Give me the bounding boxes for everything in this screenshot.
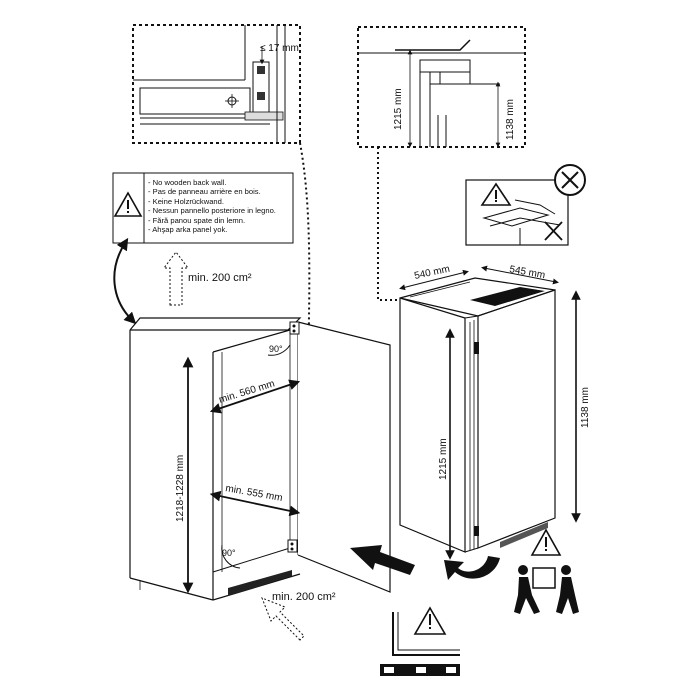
warning-line: - Pas de panneau arrière en bois.: [148, 187, 261, 197]
warning-line: - Ahşap arka panel yok.: [148, 225, 228, 235]
warning-text: - No wooden back wall. - Pas de panneau …: [148, 178, 288, 234]
warning-triangle-icon: [480, 182, 512, 206]
warning-triangle-icon: [113, 191, 143, 217]
cabinet-niche: [129, 317, 302, 601]
circle-x-icon: [554, 164, 586, 196]
vent-top-label: min. 200 cm²: [188, 272, 252, 284]
cabinet-door: [297, 321, 391, 593]
angle-top-label: 90°: [269, 344, 283, 354]
gap-label: ≤ 17 mm: [260, 43, 299, 54]
vent-arrow-top: [163, 251, 189, 306]
niche-width-bottom-arrow: [209, 490, 301, 517]
insert-arrow: [350, 545, 415, 575]
niche-width-top-arrow: [209, 379, 301, 414]
appliance-depth-label: 545 mm: [508, 264, 545, 281]
warning-line: - Nessun pannello posteriore in legno.: [148, 206, 276, 216]
leader-line-hinge: [299, 142, 311, 561]
hinge-detail: [132, 24, 301, 144]
appliance: [399, 277, 556, 553]
hinge-marker-bottom: [287, 539, 298, 553]
two-person-lift-icon: [514, 565, 579, 614]
rotate-arrow: [444, 556, 500, 580]
hinge-marker-top: [289, 321, 300, 335]
angle-bottom-label: 90°: [222, 548, 236, 558]
appliance-inner-height-label: 1138 mm: [580, 387, 591, 428]
warning-pointer-arrow: [113, 237, 137, 325]
prohibited-detail: [465, 179, 569, 246]
leader-line-height: [377, 147, 468, 301]
top-detail-inner-height-label: 1138 mm: [505, 99, 516, 140]
appliance-width-label: 540 mm: [413, 264, 451, 282]
vent-arrow-bottom: [261, 597, 305, 641]
top-detail-height-label: 1215 mm: [393, 88, 404, 130]
niche-width-bottom-label: min. 555 mm: [224, 483, 283, 504]
appliance-height-label: 1215 mm: [438, 438, 449, 480]
vent-bottom-label: min. 200 cm²: [272, 591, 336, 603]
spirit-level-icon: [380, 606, 460, 676]
warning-line: - Keine Holzrückwand.: [148, 196, 224, 206]
height-detail: [357, 26, 526, 148]
warning-line: - Fără panou spate din lemn.: [148, 215, 246, 225]
warning-triangle-icon: [530, 528, 562, 556]
warning-box: [112, 172, 294, 244]
niche-height-label: 1218-1228 mm: [175, 455, 186, 522]
warning-line: - No wooden back wall.: [148, 178, 227, 187]
